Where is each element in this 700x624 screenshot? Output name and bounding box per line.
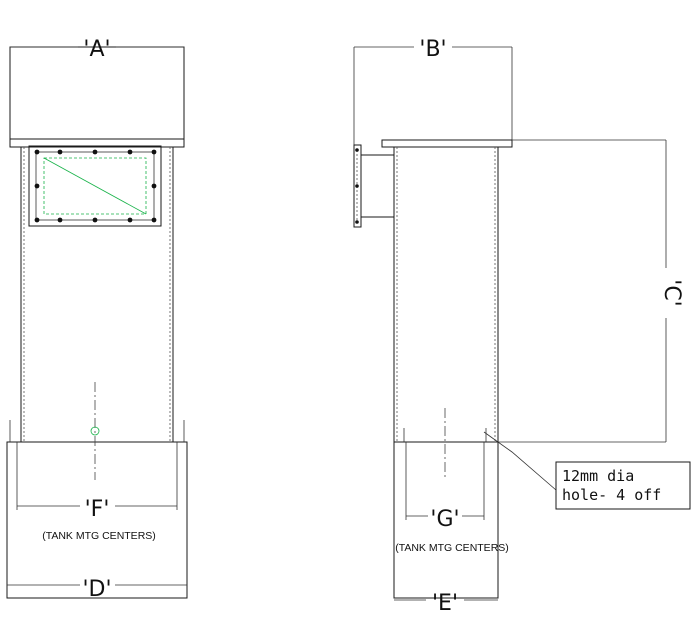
tank-mtg-centers-note-side: (TANK MTG CENTERS) xyxy=(395,542,509,554)
dimension-f-label: 'F' xyxy=(85,497,110,522)
front-view xyxy=(6,46,188,599)
dimension-e-label: 'E' xyxy=(432,591,458,616)
side-base xyxy=(393,441,499,599)
callout-line-1: 12mm dia xyxy=(562,467,634,485)
front-drain-circle xyxy=(90,426,100,436)
side-inspection-nozzle xyxy=(353,144,394,228)
callout-line-2: hole- 4 off xyxy=(562,486,661,504)
dimension-d-label: 'D' xyxy=(82,577,111,602)
side-view xyxy=(353,46,691,601)
dimension-b-label: 'B' xyxy=(419,37,446,62)
callout-box xyxy=(555,461,691,510)
front-lid-flange xyxy=(9,138,185,148)
dimension-a-label: 'A' xyxy=(83,37,110,62)
dimension-c-label: 'C' xyxy=(659,279,684,306)
front-inspection-panel xyxy=(28,145,162,227)
side-lid-flange xyxy=(381,139,513,148)
tank-mtg-centers-note-front: (TANK MTG CENTERS) xyxy=(42,530,156,542)
dimension-g-label: 'G' xyxy=(430,507,459,532)
callout-leader xyxy=(483,431,557,491)
